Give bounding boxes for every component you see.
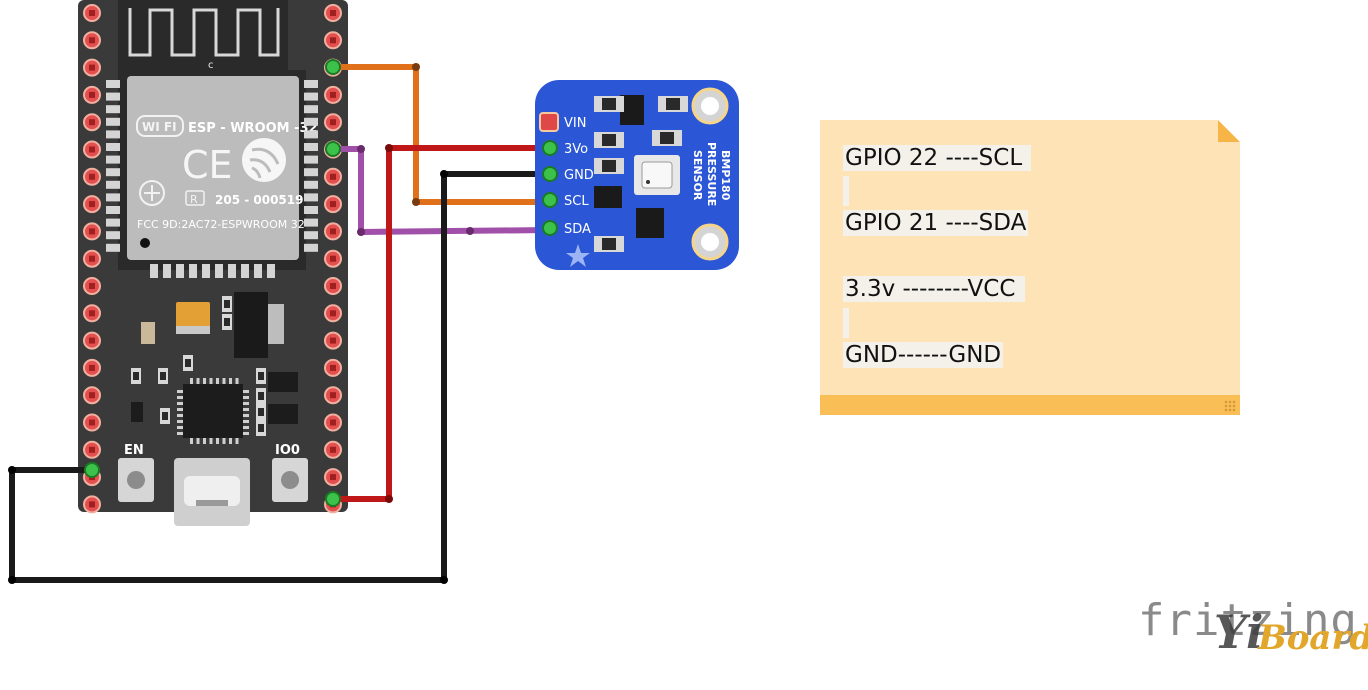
wifi-logo: WI FI [136, 115, 184, 137]
vcc-bend [385, 144, 393, 152]
antenna-trace [128, 8, 280, 57]
transistor-2 [268, 404, 298, 424]
note-line-sda: GPIO 21 ----SDA [843, 210, 1029, 236]
note-fold [1218, 120, 1240, 142]
mount-hole-top-inner [701, 97, 719, 115]
wire-bendpoints [412, 63, 420, 206]
r-mark-box [185, 190, 205, 206]
sensor-smd-parts [594, 96, 688, 252]
level-shifter-2 [636, 208, 664, 238]
smd-inductor [141, 322, 155, 344]
wires [8, 63, 551, 584]
wire-vcc [332, 145, 550, 502]
sda-bend-2 [357, 228, 365, 236]
wire-gnd [9, 171, 550, 583]
transistor-1 [268, 372, 298, 392]
wroom-module-shield [127, 76, 299, 260]
note-line-scl: GPIO 22 ----SCL [843, 145, 1032, 171]
sensor-pin-label: 3Vo [564, 142, 588, 157]
diode [131, 402, 143, 422]
pin-mapping-note: GPIO 22 ----SCL GPIO 21 ----SDA 3.3v ---… [820, 120, 1240, 415]
bmp180-chip-dot [646, 180, 650, 184]
yiboard-logo-yi: Yi [1214, 605, 1264, 659]
pin-vin-pad [539, 112, 559, 132]
note-resize-grip[interactable] [1224, 400, 1236, 412]
mount-hole-bottom-inner [701, 233, 719, 251]
note-line-vcc: 3.3v --------VCC [843, 276, 1025, 302]
pin1-dot [140, 238, 150, 248]
gnd-bend-2 [8, 576, 16, 584]
svg-text:WI FI: WI FI [142, 120, 177, 134]
left-header-pins [83, 4, 120, 514]
capacitor-lead [176, 326, 210, 334]
cert-number: 205 - 000519 [215, 193, 303, 207]
sda-bend-3 [466, 227, 474, 235]
micro-usb-connector [174, 458, 250, 526]
sensor-pin-label: SCL [564, 194, 589, 209]
antenna-label: c [208, 60, 214, 71]
sensor-pin-label: SDA [564, 222, 591, 237]
sensor-pin-label: VIN [564, 116, 586, 131]
wire-scl [332, 64, 550, 205]
esp32-devkit-board: c WI FI ESP - WROOM -32 CE R 205 - 00051… [78, 0, 348, 526]
tantalum-capacitor [176, 302, 210, 332]
bmp180-chip-lid [641, 161, 673, 189]
small-smd-parts [131, 296, 266, 436]
sensor-pin-sda [542, 220, 558, 236]
sensor-sensor-label: SENSOR [691, 150, 704, 201]
level-shifter-1 [594, 186, 622, 208]
r-mark: R [190, 193, 198, 206]
gnd-bend-3 [440, 576, 448, 584]
voltage-regulator [234, 292, 268, 358]
gnd-bend [8, 466, 16, 474]
en-label: EN [124, 443, 144, 458]
adafruit-star-icon [566, 244, 590, 267]
cert-symbol-icon [139, 180, 165, 206]
note-footer [820, 395, 1240, 415]
vcc-bend-2 [385, 495, 393, 503]
en-button[interactable] [118, 458, 154, 502]
esp32-connected-pins [84, 59, 341, 507]
fcc-id: FCC 9D:2AC72-ESPWROOM 32 [137, 218, 305, 231]
sensor-pressure-label: PRESSURE [705, 142, 718, 206]
wire-sda [332, 146, 551, 235]
sensor-pin-gnd [542, 166, 558, 182]
chip-pins [177, 378, 249, 444]
note-gap [843, 176, 849, 206]
sda-bend [357, 145, 365, 153]
io0-label: IO0 [275, 443, 300, 458]
module-name: ESP - WROOM -32 [188, 121, 318, 136]
sensor-pin-3vo [542, 140, 558, 156]
ce-mark: CE [182, 143, 233, 187]
gnd-bend-4 [440, 170, 448, 178]
sensor-pin-label: GND [564, 168, 594, 183]
sensor-pin-scl [542, 192, 558, 208]
fritzing-logo: fritzing [1138, 595, 1358, 646]
regulator-tab [268, 304, 284, 344]
note-gap [843, 308, 849, 338]
yiboard-logo-board: Board [1258, 618, 1368, 658]
module-pads [150, 264, 275, 278]
note-line-gnd: GND------GND [843, 342, 1004, 368]
espressif-logo-icon [242, 138, 286, 182]
usb-uart-chip [183, 384, 243, 438]
io0-button[interactable] [272, 458, 308, 502]
sensor-name: BMP180 [719, 150, 732, 201]
